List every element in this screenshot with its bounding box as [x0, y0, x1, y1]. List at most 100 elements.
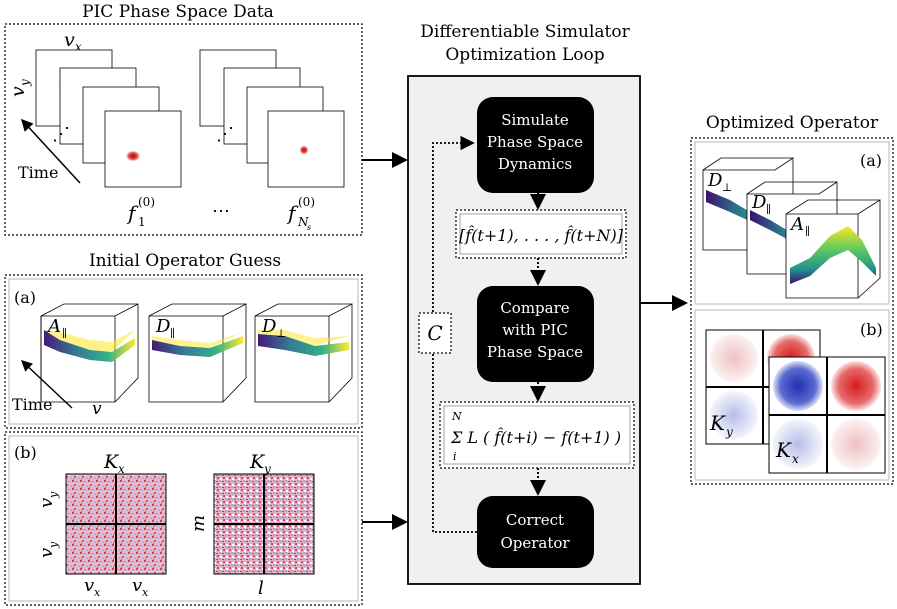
svg-text:x: x: [94, 586, 101, 599]
optimized-border: [690, 137, 894, 485]
svg-text:y: y: [263, 462, 271, 476]
svg-text:1: 1: [138, 215, 146, 229]
opt-kx-grid: [768, 356, 886, 474]
optimized-title: Optimized Operator: [706, 113, 879, 133]
svg-text:v: v: [36, 498, 57, 508]
m-label: m: [188, 515, 209, 532]
svg-text:s: s: [307, 223, 311, 232]
initial-a-inner: [8, 278, 359, 425]
svg-text:v: v: [84, 575, 94, 596]
svg-text:(0): (0): [138, 195, 155, 209]
spot-1d: [125, 150, 141, 162]
frame-1d: [104, 110, 182, 188]
svg-text:K: K: [775, 438, 792, 462]
stack-ellipsis: ⋯: [212, 201, 230, 222]
correct-line-1: Correct: [506, 511, 564, 529]
initial-part-b: (b): [14, 443, 37, 462]
svg-text:m: m: [188, 515, 209, 532]
cube-d-perp-label: D ⊥: [261, 316, 286, 340]
opt-kx-label: K x: [775, 438, 799, 466]
spot-2d: [299, 145, 309, 155]
cube-a-par-label: A ∥: [46, 316, 67, 340]
compare-line-3: Phase Space: [487, 343, 583, 361]
loop-title-1: Differentiable Simulator: [420, 22, 630, 42]
stack2-label: f (0) N s: [286, 195, 315, 232]
compare-box: [477, 286, 594, 382]
pic-time-label: Time: [18, 163, 58, 182]
c-box: [418, 312, 452, 354]
compare-line-2: with PIC: [502, 321, 568, 339]
loop-title-2: Optimization Loop: [445, 45, 604, 65]
correct-box: [477, 496, 594, 568]
svg-text:(0): (0): [298, 195, 315, 209]
svg-text:D: D: [707, 170, 723, 191]
svg-text:D: D: [261, 316, 277, 337]
svg-text:∥: ∥: [170, 327, 175, 340]
svg-text:K: K: [249, 451, 266, 473]
opt-a-par-label: A ∥: [789, 214, 810, 238]
svg-text:x: x: [75, 40, 82, 54]
pic-title: PIC Phase Space Data: [82, 2, 274, 22]
simulate-line-2: Phase Space: [487, 133, 583, 151]
loss-sum-bottom: i: [453, 450, 457, 463]
svg-text:N: N: [297, 215, 309, 229]
svg-text:y: y: [18, 79, 32, 87]
vy-label-1: v y: [36, 491, 60, 508]
cube-a-par: A ∥: [40, 303, 139, 403]
pic-time-arrow: [20, 118, 81, 184]
stack1-label: f (0) 1: [126, 195, 155, 229]
c-label: C: [427, 321, 442, 345]
initial-time-arrow: [20, 360, 73, 409]
svg-text:v: v: [64, 29, 75, 51]
stack1-dots: ⋰: [52, 124, 70, 145]
loss-box: [439, 401, 635, 469]
pic-stack-1: ⋰: [35, 49, 182, 188]
cube-d-par: D ∥: [148, 303, 247, 403]
simulate-line-3: Dynamics: [498, 155, 572, 173]
simulate-box: [477, 97, 594, 193]
svg-text:D: D: [155, 316, 171, 337]
loss-sum-top: N: [451, 410, 462, 423]
svg-text:v: v: [7, 86, 29, 97]
correct-line-2: Operator: [500, 534, 570, 552]
initial-v-label: v: [92, 399, 102, 419]
opt-d-perp-label: D ⊥: [707, 170, 732, 194]
opt-ky-label: K y: [709, 411, 733, 439]
svg-text:D: D: [751, 192, 767, 213]
optimized-part-b: (b): [860, 320, 883, 339]
svg-text:∥: ∥: [62, 327, 67, 340]
simulate-line-1: Simulate: [501, 111, 569, 129]
svg-text:A: A: [46, 316, 61, 337]
initial-time-label: Time: [12, 395, 52, 414]
ky-label: K y: [249, 451, 271, 476]
opt-cube-a-par: A ∥: [785, 199, 881, 299]
l-label: l: [258, 578, 264, 599]
initial-title: Initial Operator Guess: [89, 251, 281, 271]
svg-text:v: v: [132, 575, 142, 596]
kx-label: K x: [103, 451, 125, 476]
svg-text:⊥: ⊥: [722, 181, 732, 194]
svg-text:K: K: [103, 451, 120, 473]
initial-part-a: (a): [14, 288, 36, 307]
loop-panel: Differentiable Simulator Optimization Lo…: [407, 22, 641, 585]
sequence-text: [f̂(t+1), . . . , f̂(t+N)]: [459, 226, 624, 245]
pic-stack-2: ⋰: [199, 49, 345, 188]
cube-d-perp: D ⊥: [254, 303, 353, 403]
svg-text:y: y: [725, 425, 733, 439]
opt-d-par-label: D ∥: [751, 192, 771, 216]
vx-label-1: v x: [84, 575, 101, 599]
svg-text:∥: ∥: [766, 203, 771, 216]
svg-text:x: x: [118, 462, 125, 476]
svg-text:v: v: [36, 548, 57, 558]
pic-axis-vy: v y: [7, 79, 32, 97]
pic-panel: PIC Phase Space Data v x v y Time ⋰ f (0…: [4, 2, 363, 236]
ky-grid: [213, 473, 315, 575]
initial-a-border: [4, 274, 363, 429]
svg-text:⊥: ⊥: [276, 327, 286, 340]
initial-panel: Initial Operator Guess (a) (b) Time v A …: [4, 251, 363, 606]
optimized-part-a: (a): [860, 151, 882, 170]
svg-text:y: y: [47, 541, 60, 549]
initial-b-border: [4, 431, 363, 606]
sequence-box: [455, 209, 627, 259]
vx-label-2: v x: [132, 575, 149, 599]
